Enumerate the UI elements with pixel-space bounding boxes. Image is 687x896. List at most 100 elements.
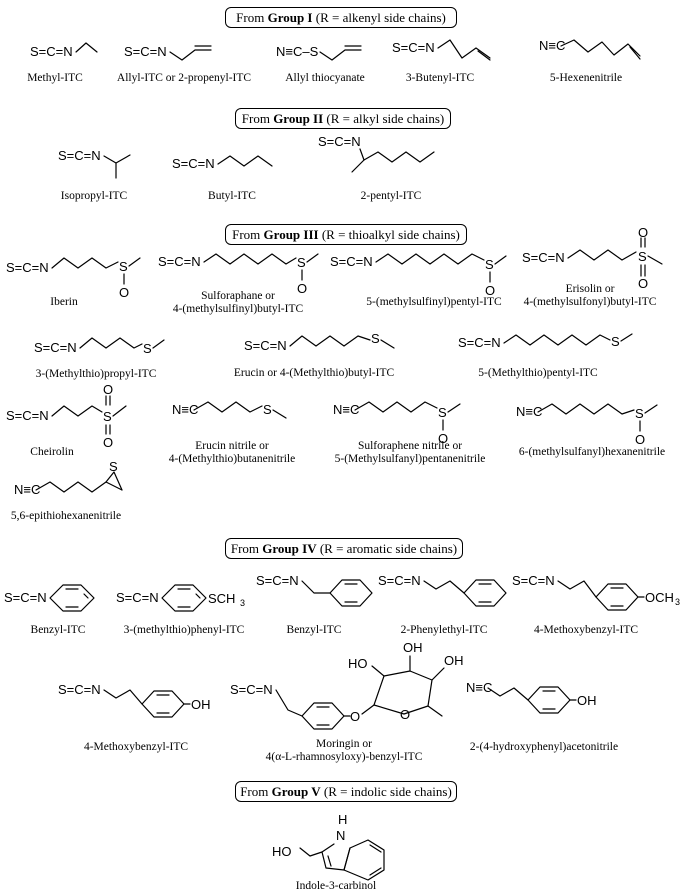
group-i-name: Group I bbox=[267, 10, 313, 25]
label-butenyl-itc: 3-Butenyl-ITC bbox=[405, 72, 475, 84]
label-isopropyl-itc: Isopropyl-ITC bbox=[60, 190, 128, 202]
group-iv-header: From Group IV (R = aromatic side chains) bbox=[225, 538, 463, 559]
sulforaphane-structure: S=C=N S O bbox=[158, 253, 319, 296]
svg-text:N≡C: N≡C bbox=[333, 402, 359, 417]
svg-text:N≡C–S: N≡C–S bbox=[276, 44, 319, 59]
svg-text:S=C=N: S=C=N bbox=[244, 338, 287, 353]
label-erisolin-1: Erisolin or bbox=[565, 283, 615, 295]
isopropyl-itc-structure: S=C=N bbox=[58, 148, 131, 179]
label-allyl-itc: Allyl-ITC or 2-propenyl-ITC bbox=[116, 72, 252, 84]
svg-text:OH: OH bbox=[191, 697, 211, 712]
indole-carbinol-structure: H N HO bbox=[272, 812, 385, 881]
svg-text:O: O bbox=[635, 432, 645, 447]
svg-text:S=C=N: S=C=N bbox=[4, 590, 47, 605]
label-sulforaphene-nitrile-1: Sulforaphene nitrile or bbox=[357, 440, 463, 452]
svg-text:OH: OH bbox=[577, 693, 597, 708]
svg-text:3: 3 bbox=[240, 598, 245, 608]
label-sulforaphane-2: 4-(methylsulfinyl)butyl-ITC bbox=[172, 303, 304, 315]
msh-nitrile-structure: N≡C S O bbox=[516, 403, 658, 447]
group-iii-header: From Group III (R = thioalkyl side chain… bbox=[225, 224, 467, 245]
label-benzyl-itc-1: Benzyl-ITC bbox=[30, 624, 86, 636]
svg-text:HO: HO bbox=[348, 656, 368, 671]
svg-text:S=C=N: S=C=N bbox=[116, 590, 159, 605]
svg-text:S=C=N: S=C=N bbox=[392, 40, 435, 55]
group-iii-name: Group III bbox=[263, 227, 319, 242]
label-methoxybenzyl-itc-2: 4-Methoxybenzyl-ITC bbox=[83, 741, 189, 753]
svg-text:S: S bbox=[143, 341, 152, 356]
sulforaphene-nitrile-structure: N≡C S O bbox=[333, 401, 461, 446]
svg-text:S=C=N: S=C=N bbox=[330, 254, 373, 269]
svg-text:S: S bbox=[438, 405, 447, 420]
svg-text:OH: OH bbox=[444, 653, 464, 668]
svg-text:3: 3 bbox=[675, 597, 680, 607]
label-methoxybenzyl-itc-1: 4-Methoxybenzyl-ITC bbox=[533, 624, 639, 636]
svg-text:S=C=N: S=C=N bbox=[124, 44, 167, 59]
svg-text:S=C=N: S=C=N bbox=[256, 573, 299, 588]
svg-text:O: O bbox=[438, 431, 448, 446]
moringin-structure: S=C=N O O HO OH OH bbox=[230, 640, 464, 730]
mtpe-itc-structure: S=C=N S bbox=[458, 333, 633, 350]
methyl-itc-structure: S=C=N bbox=[30, 42, 98, 59]
svg-text:S=C=N: S=C=N bbox=[6, 260, 49, 275]
erucin-structure: S=C=N S bbox=[244, 331, 395, 353]
svg-text:S: S bbox=[638, 249, 647, 264]
svg-text:HO: HO bbox=[272, 844, 292, 859]
mtp-itc-structure: S=C=N S bbox=[34, 337, 165, 356]
benzyl-itc-2-structure: S=C=N bbox=[256, 573, 373, 607]
epithio-structure: N≡C S bbox=[14, 459, 123, 497]
label-sulforaphane-1: Sulforaphane or bbox=[201, 290, 275, 302]
label-hpa-nitrile: 2-(4-hydroxyphenyl)acetonitrile bbox=[469, 741, 619, 753]
svg-text:O: O bbox=[350, 709, 360, 724]
svg-text:OCH: OCH bbox=[645, 590, 674, 605]
label-erisolin-2: 4-(methylsulfonyl)butyl-ITC bbox=[523, 296, 657, 308]
svg-text:S=C=N: S=C=N bbox=[318, 134, 361, 149]
label-allyl-thiocyanate: Allyl thiocyanate bbox=[285, 72, 365, 84]
svg-text:O: O bbox=[638, 225, 648, 240]
msp-itc-structure: S=C=N S O bbox=[330, 253, 507, 298]
svg-text:N≡C: N≡C bbox=[516, 404, 542, 419]
label-phenylethyl-itc: 2-Phenylethyl-ITC bbox=[400, 624, 488, 636]
svg-text:S=C=N: S=C=N bbox=[34, 340, 77, 355]
label-msp-itc: 5-(methylsulfinyl)pentyl-ITC bbox=[366, 296, 502, 308]
label-iberin: Iberin bbox=[50, 296, 78, 308]
label-indole-carbinol: Indole-3-carbinol bbox=[295, 880, 377, 892]
label-epithio: 5,6-epithiohexanenitrile bbox=[10, 510, 122, 522]
svg-text:S: S bbox=[119, 259, 128, 274]
label-hexenenitrile: 5-Hexenenitrile bbox=[549, 72, 623, 84]
svg-text:N≡C: N≡C bbox=[172, 402, 198, 417]
erisolin-structure: S=C=N S O O bbox=[522, 225, 663, 291]
methoxybenzyl-itc-2-structure: S=C=N OH bbox=[58, 682, 211, 718]
svg-text:S=C=N: S=C=N bbox=[158, 254, 201, 269]
label-cheirolin: Cheirolin bbox=[30, 446, 74, 458]
svg-text:O: O bbox=[119, 285, 129, 300]
label-erucin-nitrile-1: Erucin nitrile or bbox=[195, 440, 269, 452]
svg-text:OH: OH bbox=[403, 640, 423, 655]
iberin-structure: S=C=N S O bbox=[6, 257, 141, 300]
svg-text:S=C=N: S=C=N bbox=[58, 148, 101, 163]
svg-text:S=C=N: S=C=N bbox=[172, 156, 215, 171]
svg-text:N≡C: N≡C bbox=[14, 482, 40, 497]
svg-text:S: S bbox=[109, 459, 118, 474]
svg-text:S: S bbox=[611, 334, 620, 349]
allyl-thiocyanate-structure: N≡C–S bbox=[276, 44, 362, 61]
butenyl-itc-structure: S=C=N bbox=[392, 39, 491, 61]
label-mtpe-itc: 5-(Methylthio)pentyl-ITC bbox=[478, 367, 598, 379]
label-sulforaphene-nitrile-2: 5-(Methylsulfanyl)pentanenitrile bbox=[334, 453, 486, 465]
label-benzyl-itc-2: Benzyl-ITC bbox=[286, 624, 342, 636]
group-iv-name: Group IV bbox=[262, 541, 317, 556]
group-ii-name: Group II bbox=[273, 111, 324, 126]
svg-text:S=C=N: S=C=N bbox=[522, 250, 565, 265]
label-mtp-itc: 3-(Methylthio)propyl-ITC bbox=[35, 368, 157, 380]
label-methyl-itc: Methyl-ITC bbox=[27, 72, 83, 84]
allyl-itc-structure: S=C=N bbox=[124, 44, 212, 61]
svg-text:S=C=N: S=C=N bbox=[378, 573, 421, 588]
svg-text:O: O bbox=[638, 276, 648, 291]
label-pentyl-itc: 2-pentyl-ITC bbox=[360, 190, 422, 202]
svg-text:SCH: SCH bbox=[208, 591, 235, 606]
group-ii-header: From Group II (R = alkyl side chains) bbox=[235, 108, 451, 129]
label-mtph-itc: 3-(methylthio)phenyl-ITC bbox=[123, 624, 245, 636]
pentyl-itc-structure: S=C=N bbox=[318, 134, 435, 173]
label-erucin-nitrile-2: 4-(Methylthio)butanenitrile bbox=[168, 453, 296, 465]
